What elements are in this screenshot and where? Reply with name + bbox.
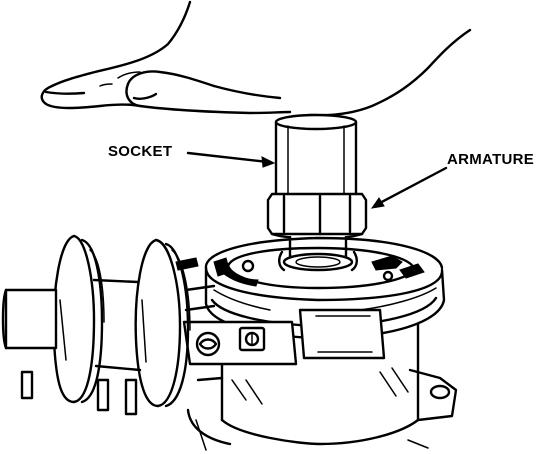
- armature: [278, 236, 358, 272]
- hand: [40, 0, 472, 117]
- armature-label: ARMATURE: [447, 151, 535, 168]
- socket-label: SOCKET: [108, 143, 173, 160]
- vacuum-advance-unit: [1, 234, 216, 416]
- socket: [266, 113, 368, 240]
- armature-leader: [370, 166, 448, 209]
- socket-leader: [186, 151, 276, 168]
